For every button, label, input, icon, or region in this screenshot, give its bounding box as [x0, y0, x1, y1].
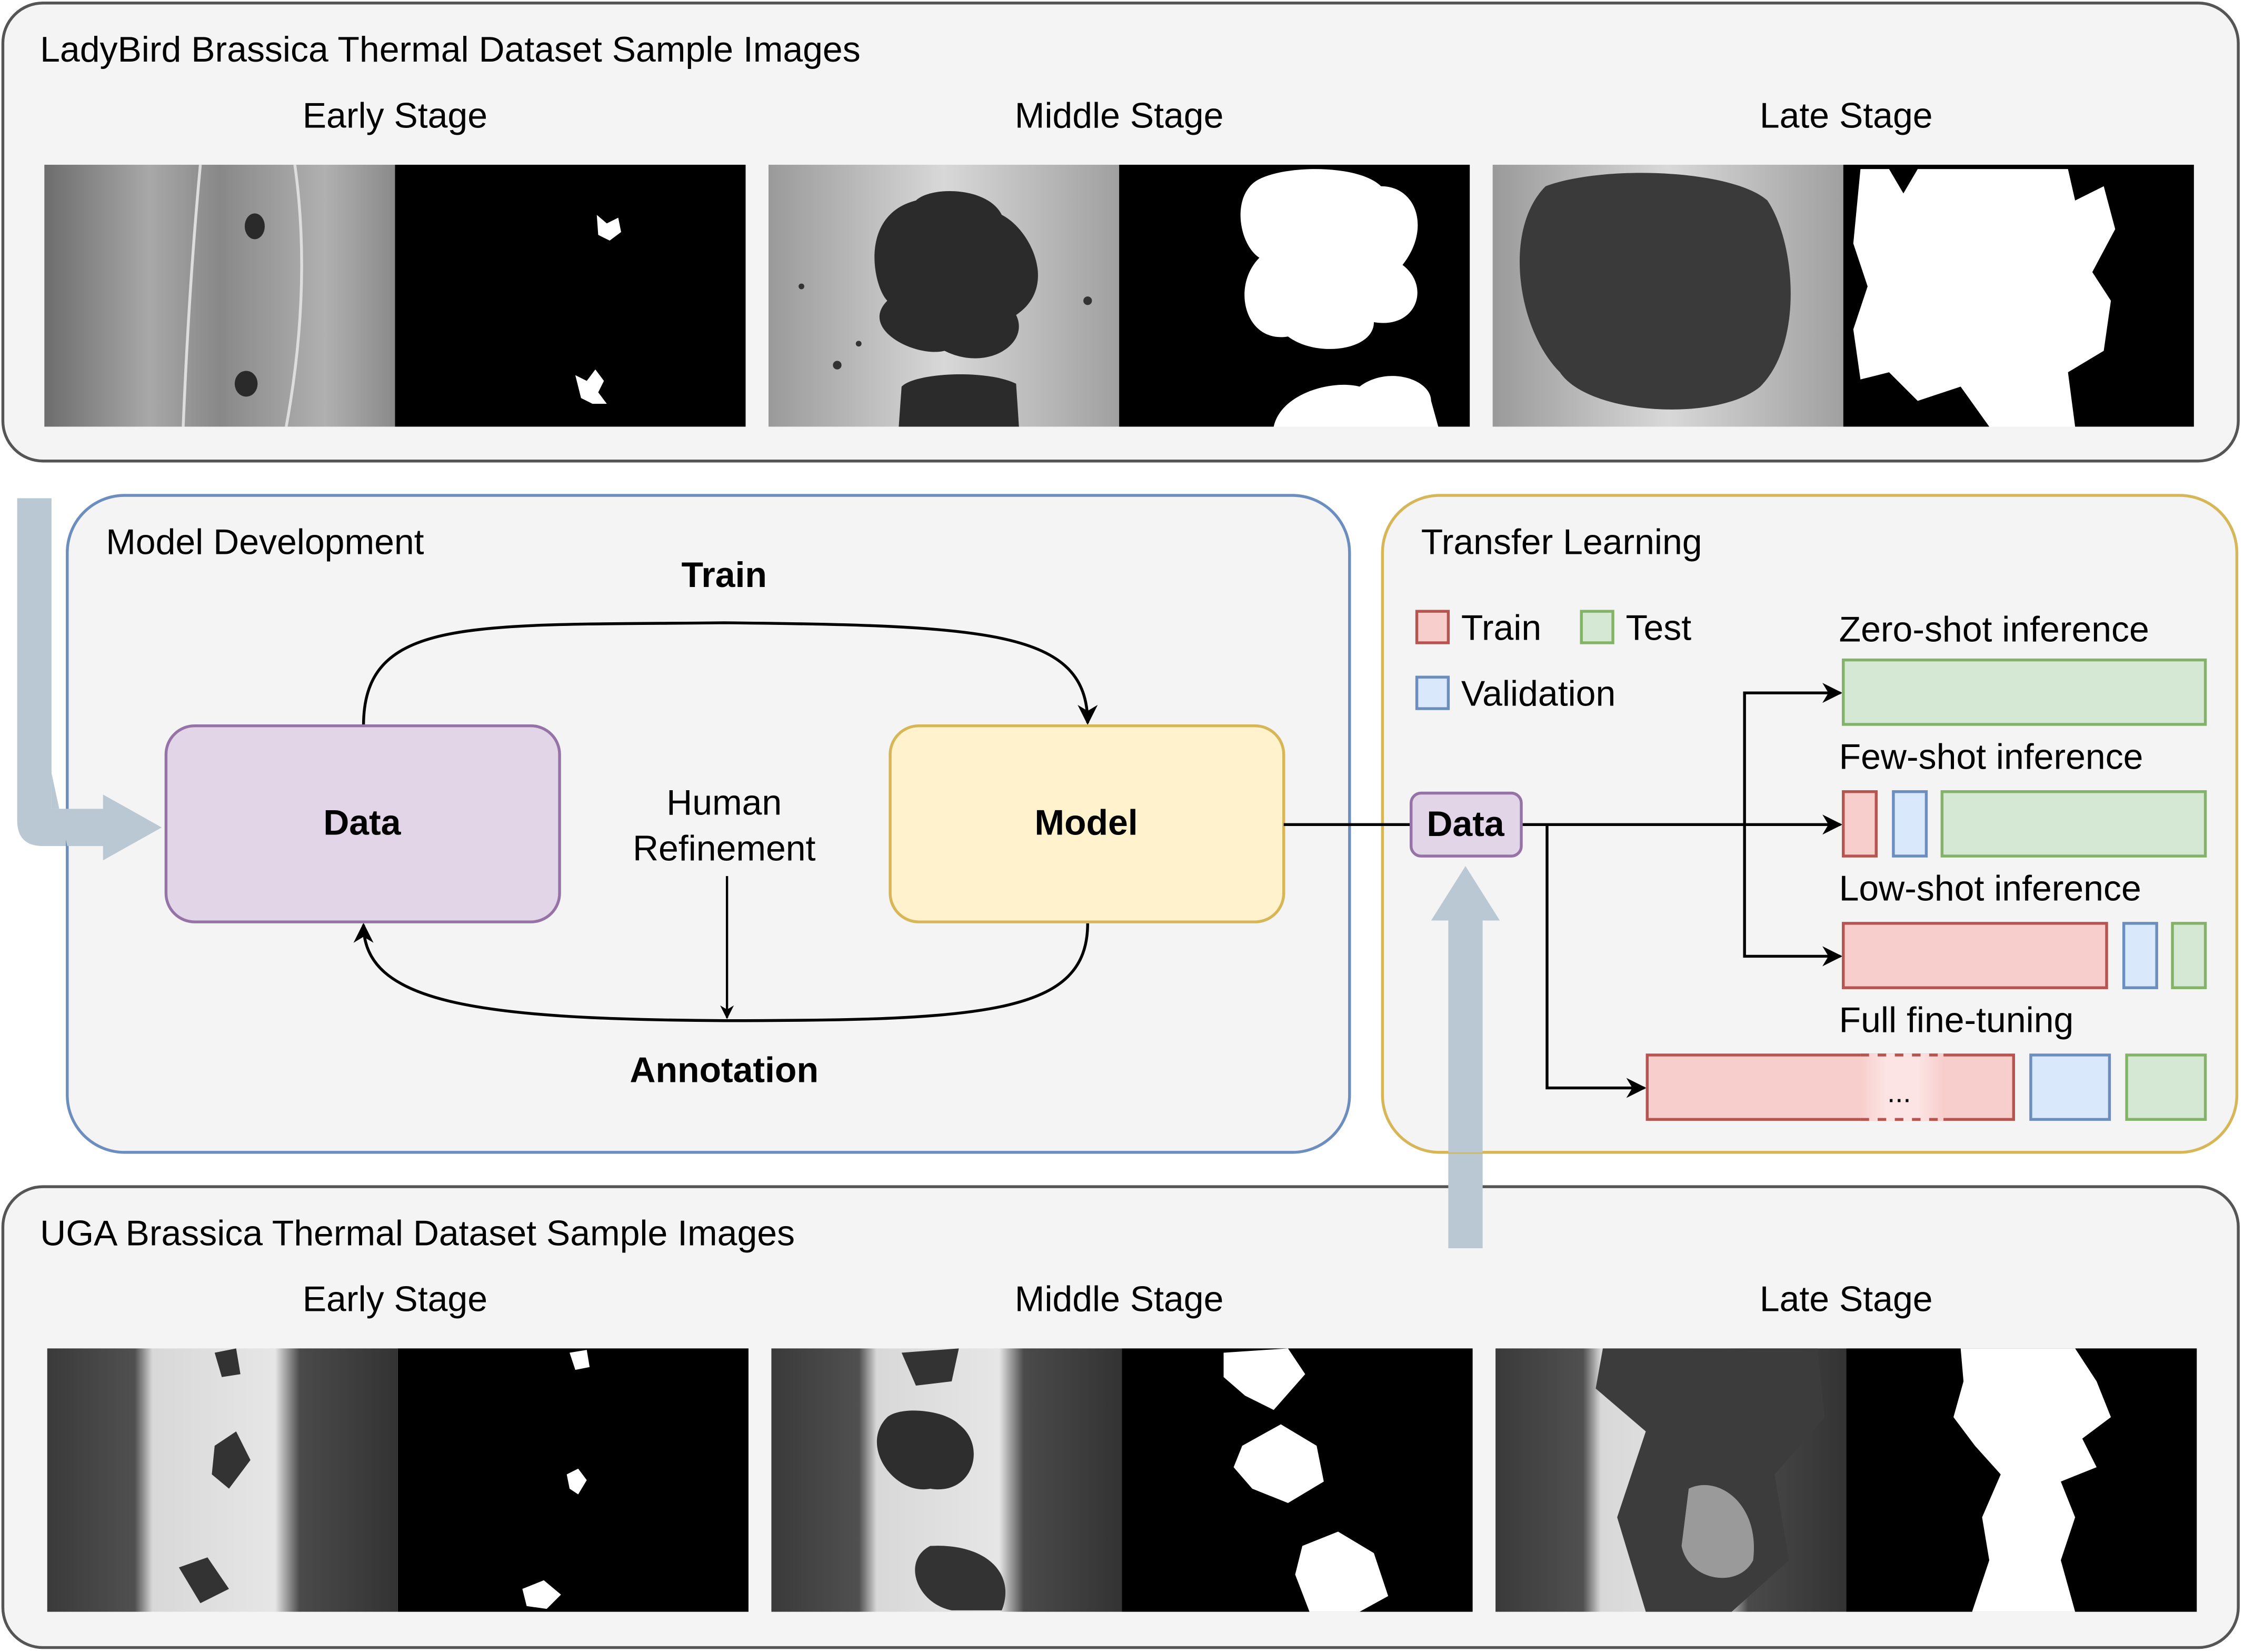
- legend-item-train: Train: [1415, 608, 1541, 648]
- model-development-title: Model Development: [106, 522, 424, 562]
- legend-test-label: Test: [1626, 608, 1692, 648]
- few-shot-train-block: [1842, 790, 1878, 858]
- low-shot-validation-block: [2122, 922, 2158, 989]
- human-refinement-label-line1: Human: [666, 782, 782, 822]
- model-node[interactable]: Model: [889, 724, 1285, 923]
- annotation-edge-label: Annotation: [630, 1050, 819, 1090]
- ladybird-late-segmentation-mask: [1843, 164, 2194, 427]
- full-fine-tuning-test-block: [2125, 1053, 2207, 1121]
- transfer-connectors: [1521, 683, 1843, 1098]
- full-fine-tuning-validation-block: [2029, 1053, 2111, 1121]
- data-node-label: Data: [323, 802, 401, 842]
- zero-shot-test-block: [1842, 658, 2207, 726]
- ladybird-middle-thermal-image: [768, 164, 1120, 427]
- uga-dataset-panel: UGA Brassica Thermal Dataset Sample Imag…: [1, 1182, 2240, 1649]
- ladybird-panel-title: LadyBird Brassica Thermal Dataset Sample…: [40, 29, 861, 69]
- transfer-data-node[interactable]: Data: [1409, 791, 1523, 858]
- few-shot-label: Few-shot inference: [1839, 737, 2143, 777]
- few-shot-test-block: [1940, 790, 2207, 858]
- ladybird-late-thermal-image: [1492, 164, 1843, 427]
- low-shot-split-bar: [1842, 922, 2207, 989]
- zero-shot-label: Zero-shot inference: [1839, 609, 2149, 649]
- legend-item-test: Test: [1580, 608, 1692, 648]
- ellipsis-label: ...: [1887, 1077, 1911, 1109]
- legend-train-label: Train: [1461, 608, 1541, 648]
- ladybird-early-stage-label: Early Stage: [303, 95, 487, 135]
- ladybird-early-thermal-image: [44, 164, 395, 427]
- uga-panel-title: UGA Brassica Thermal Dataset Sample Imag…: [40, 1213, 795, 1253]
- uga-middle-thermal-image: [771, 1348, 1122, 1612]
- ladybird-late-stage-label: Late Stage: [1760, 95, 1933, 135]
- transfer-data-label: Data: [1427, 804, 1504, 844]
- transfer-learning-title: Transfer Learning: [1421, 522, 1702, 562]
- full-fine-tuning-split-bar: ...: [1645, 1053, 2207, 1121]
- train-edge-label: Train: [681, 555, 766, 595]
- uga-early-segmentation-mask: [397, 1348, 749, 1612]
- low-shot-test-block: [2171, 922, 2207, 989]
- uga-late-stage-label: Late Stage: [1760, 1279, 1933, 1319]
- ladybird-dataset-panel: LadyBird Brassica Thermal Dataset Sample…: [1, 2, 2240, 463]
- uga-late-segmentation-mask: [1846, 1348, 2197, 1612]
- legend-validation-label: Validation: [1461, 674, 1615, 714]
- human-refinement-label-line2: Refinement: [633, 828, 816, 868]
- uga-late-thermal-image: [1495, 1348, 1847, 1612]
- model-node-label: Model: [1034, 802, 1138, 842]
- uga-middle-stage-label: Middle Stage: [1015, 1279, 1224, 1319]
- annotation-arrow: [353, 922, 1089, 1022]
- ladybird-middle-segmentation-mask: [1119, 164, 1470, 427]
- uga-early-stage-label: Early Stage: [303, 1279, 487, 1319]
- model-development-panel: Model Development Train Annotation Human…: [51, 494, 1351, 1154]
- legend: Train Test Validation: [1415, 608, 1692, 714]
- low-shot-label: Low-shot inference: [1839, 868, 2141, 908]
- few-shot-validation-block: [1892, 790, 1928, 858]
- ladybird-middle-stage-label: Middle Stage: [1015, 95, 1224, 135]
- data-node[interactable]: Data: [164, 724, 561, 923]
- train-arrow: [362, 621, 1098, 726]
- low-shot-train-block: [1842, 922, 2108, 989]
- few-shot-split-bar: [1842, 790, 2207, 858]
- full-fine-tuning-train-block: ...: [1645, 1053, 2015, 1121]
- uga-early-thermal-image: [47, 1348, 398, 1612]
- ladybird-early-segmentation-mask: [395, 164, 746, 427]
- zero-shot-split-bar: [1842, 658, 2207, 726]
- full-fine-tuning-label: Full fine-tuning: [1839, 1000, 2074, 1040]
- uga-middle-segmentation-mask: [1122, 1348, 1473, 1612]
- transfer-learning-panel: Transfer Learning Train Test Validation: [1283, 494, 2239, 1154]
- legend-item-validation: Validation: [1415, 674, 1615, 714]
